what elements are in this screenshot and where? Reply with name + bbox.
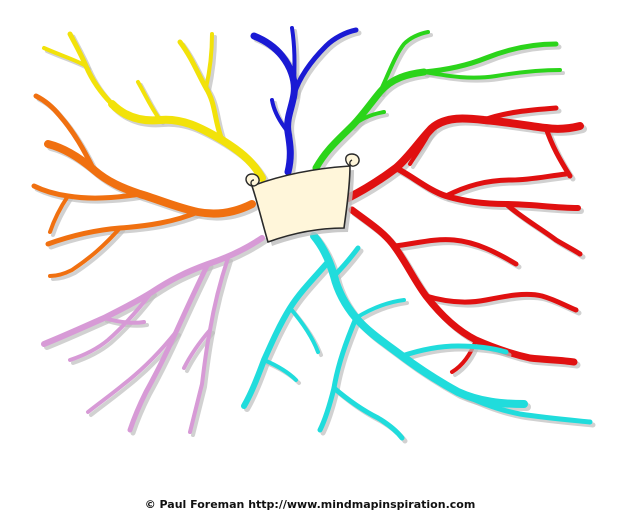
central-scroll-body [250, 165, 351, 244]
branch-red [344, 105, 587, 377]
central-scroll-right-curl [345, 153, 360, 167]
central-scroll-left-curl [245, 173, 260, 187]
branch-green [312, 30, 565, 175]
copyright-caption: © Paul Foreman http://www.mindmapinspira… [144, 498, 476, 511]
branch-blue [250, 26, 362, 179]
branch-violet [41, 235, 268, 437]
branch-cyan [241, 232, 596, 444]
branch-yellow [42, 31, 269, 185]
branch-orange [31, 93, 259, 281]
central-scroll [245, 153, 360, 246]
